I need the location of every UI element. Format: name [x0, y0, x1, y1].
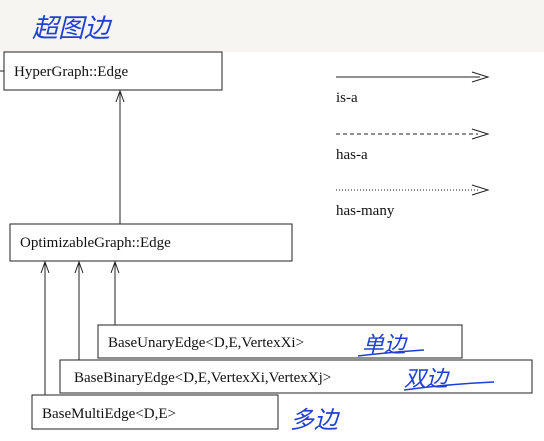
unary-to-optimizable-arrowhead	[110, 260, 120, 274]
legend-has-many-arrowhead	[471, 184, 490, 196]
multi-to-optimizable-arrowhead	[40, 260, 50, 274]
title-annotation: 超图边	[32, 14, 113, 44]
header-band	[0, 0, 544, 52]
hypergraph-edge-box	[3, 51, 223, 91]
optimizable-edge-box	[9, 223, 293, 262]
multi-edge-box	[31, 394, 279, 430]
unary-edge-box	[97, 324, 463, 359]
legend-has-a-label: has-a	[336, 147, 368, 163]
binary-to-optimizable-arrowhead	[74, 260, 84, 274]
legend-has-a-arrowhead	[471, 128, 490, 140]
multi-annotation: 多边	[290, 406, 341, 434]
unary-annotation-underline	[357, 349, 425, 357]
binary-edge-label: BaseBinaryEdge<D,E,VertexXi,VertexXj>	[74, 370, 331, 386]
multi-edge-label: BaseMultiEdge<D,E>	[42, 406, 176, 422]
binary-edge-box	[59, 359, 533, 394]
binary-annotation-underline	[403, 381, 495, 391]
legend-is-a-label: is-a	[336, 90, 358, 106]
legend-has-many-label: has-many	[336, 203, 395, 219]
binary-annotation: 双边	[404, 367, 450, 392]
optimizable-edge-label: OptimizableGraph::Edge	[20, 235, 171, 251]
unary-edge-label: BaseUnaryEdge<D,E,VertexXi>	[108, 335, 304, 351]
optimizable-to-hypergraph-arrowhead	[115, 89, 125, 103]
legend-is-a-arrowhead	[471, 71, 490, 83]
hypergraph-edge-label: HyperGraph::Edge	[14, 64, 128, 80]
